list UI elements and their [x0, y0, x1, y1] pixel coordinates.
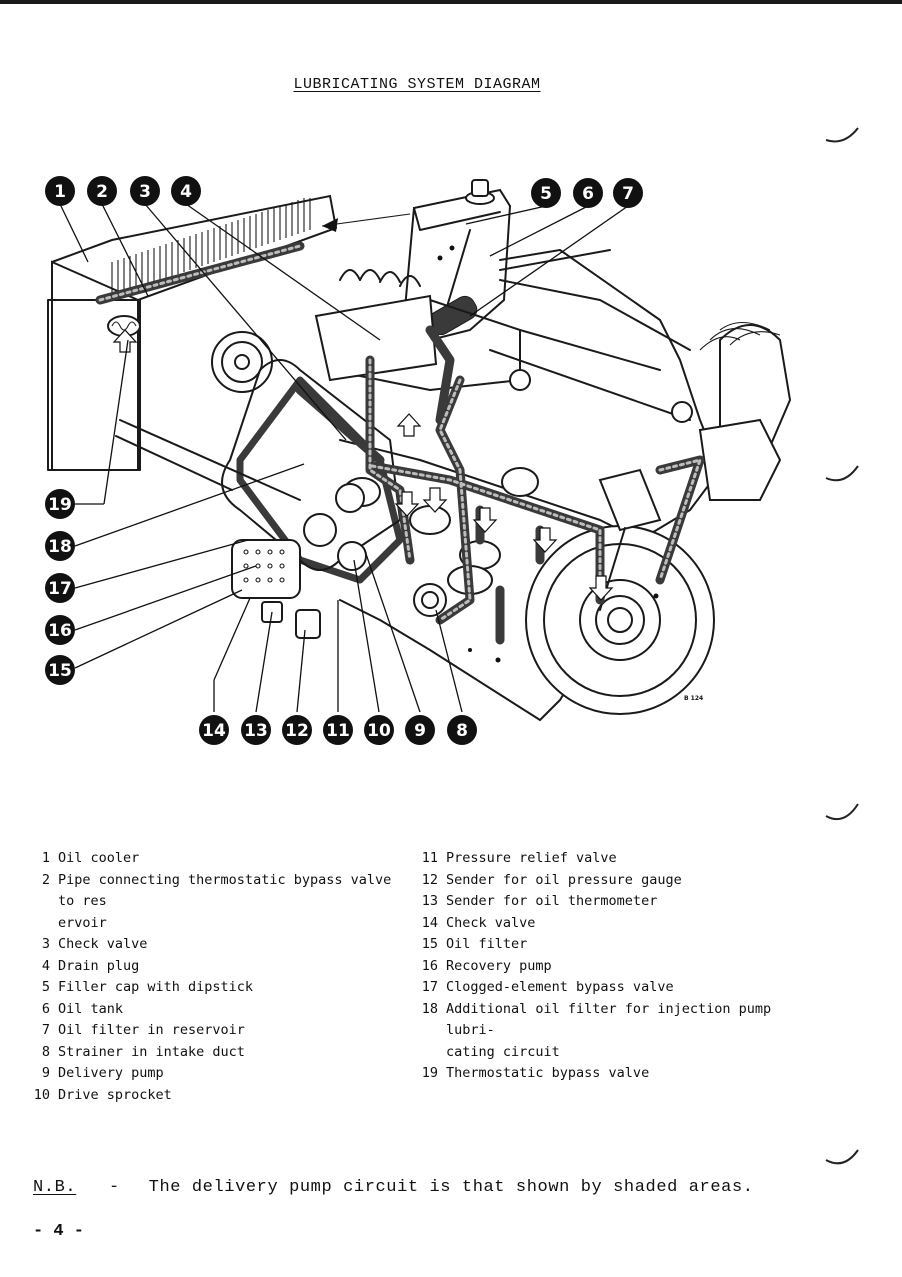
svg-text:16: 16 [48, 621, 72, 641]
callout-marker: 17 [45, 573, 75, 603]
svg-text:8: 8 [456, 721, 468, 741]
callout-marker: 19 [45, 489, 75, 519]
svg-text:18: 18 [48, 537, 72, 557]
footnote-text: The delivery pump circuit is that shown … [148, 1178, 754, 1197]
callout-marker: 16 [45, 615, 75, 645]
callout-marker: 7 [613, 178, 643, 208]
margin-mark [825, 465, 859, 482]
callout-marker: 15 [45, 655, 75, 685]
callout-marker: 6 [573, 178, 603, 208]
callout-leader-lines [59, 203, 629, 713]
margin-mark [825, 803, 859, 820]
svg-text:5: 5 [540, 184, 552, 204]
callout-marker: 2 [87, 176, 117, 206]
svg-text:7: 7 [622, 184, 634, 204]
legend-item-continuation: ervoir [58, 914, 107, 931]
svg-text:2: 2 [96, 182, 108, 202]
svg-text:3: 3 [139, 182, 151, 202]
svg-text:13: 13 [244, 721, 268, 741]
page-number: - 4 - [33, 1222, 85, 1241]
svg-text:11: 11 [326, 721, 350, 741]
callout-markers: 1 2 3 4 5 6 7 8 9 10 11 12 13 14 15 16 1… [45, 176, 643, 745]
margin-mark [825, 1149, 859, 1165]
engine-block-drawing [211, 249, 791, 721]
callout-marker: 9 [405, 715, 435, 745]
svg-text:17: 17 [48, 579, 72, 599]
svg-text:9: 9 [414, 721, 426, 741]
footnote-label: N.B. [33, 1178, 77, 1197]
svg-text:4: 4 [180, 182, 192, 202]
figure-reference-code: B 124 [684, 695, 703, 702]
oil-circuit-shading [112, 245, 705, 663]
legend-item-continuation: cating circuit [446, 1043, 560, 1060]
svg-text:19: 19 [48, 495, 72, 515]
svg-text:6: 6 [582, 184, 594, 204]
top-border-rule [0, 0, 902, 4]
callout-marker: 13 [241, 715, 271, 745]
svg-text:14: 14 [202, 721, 226, 741]
callout-marker: 4 [171, 176, 201, 206]
lubricating-system-diagram: 1 2 3 4 5 6 7 8 9 10 11 12 13 14 15 16 1… [45, 176, 791, 745]
margin-mark [825, 127, 859, 143]
svg-text:15: 15 [48, 661, 72, 681]
callout-marker: 1 [45, 176, 75, 206]
callout-marker: 10 [364, 715, 394, 745]
svg-text:10: 10 [367, 721, 391, 741]
svg-text:1: 1 [54, 182, 66, 202]
callout-marker: 12 [282, 715, 312, 745]
callout-marker: 18 [45, 531, 75, 561]
page-title: LUBRICATING SYSTEM DIAGRAM [293, 76, 541, 93]
callout-marker: 5 [531, 178, 561, 208]
callout-marker: 8 [447, 715, 477, 745]
footnote-dash: - [109, 1178, 120, 1197]
callout-marker: 3 [130, 176, 160, 206]
callout-marker: 14 [199, 715, 229, 745]
callout-marker: 11 [323, 715, 353, 745]
svg-text:12: 12 [285, 721, 309, 741]
footnote: N.B. - The delivery pump circuit is that… [33, 1178, 754, 1197]
oil-cooler-drawing [47, 194, 338, 471]
